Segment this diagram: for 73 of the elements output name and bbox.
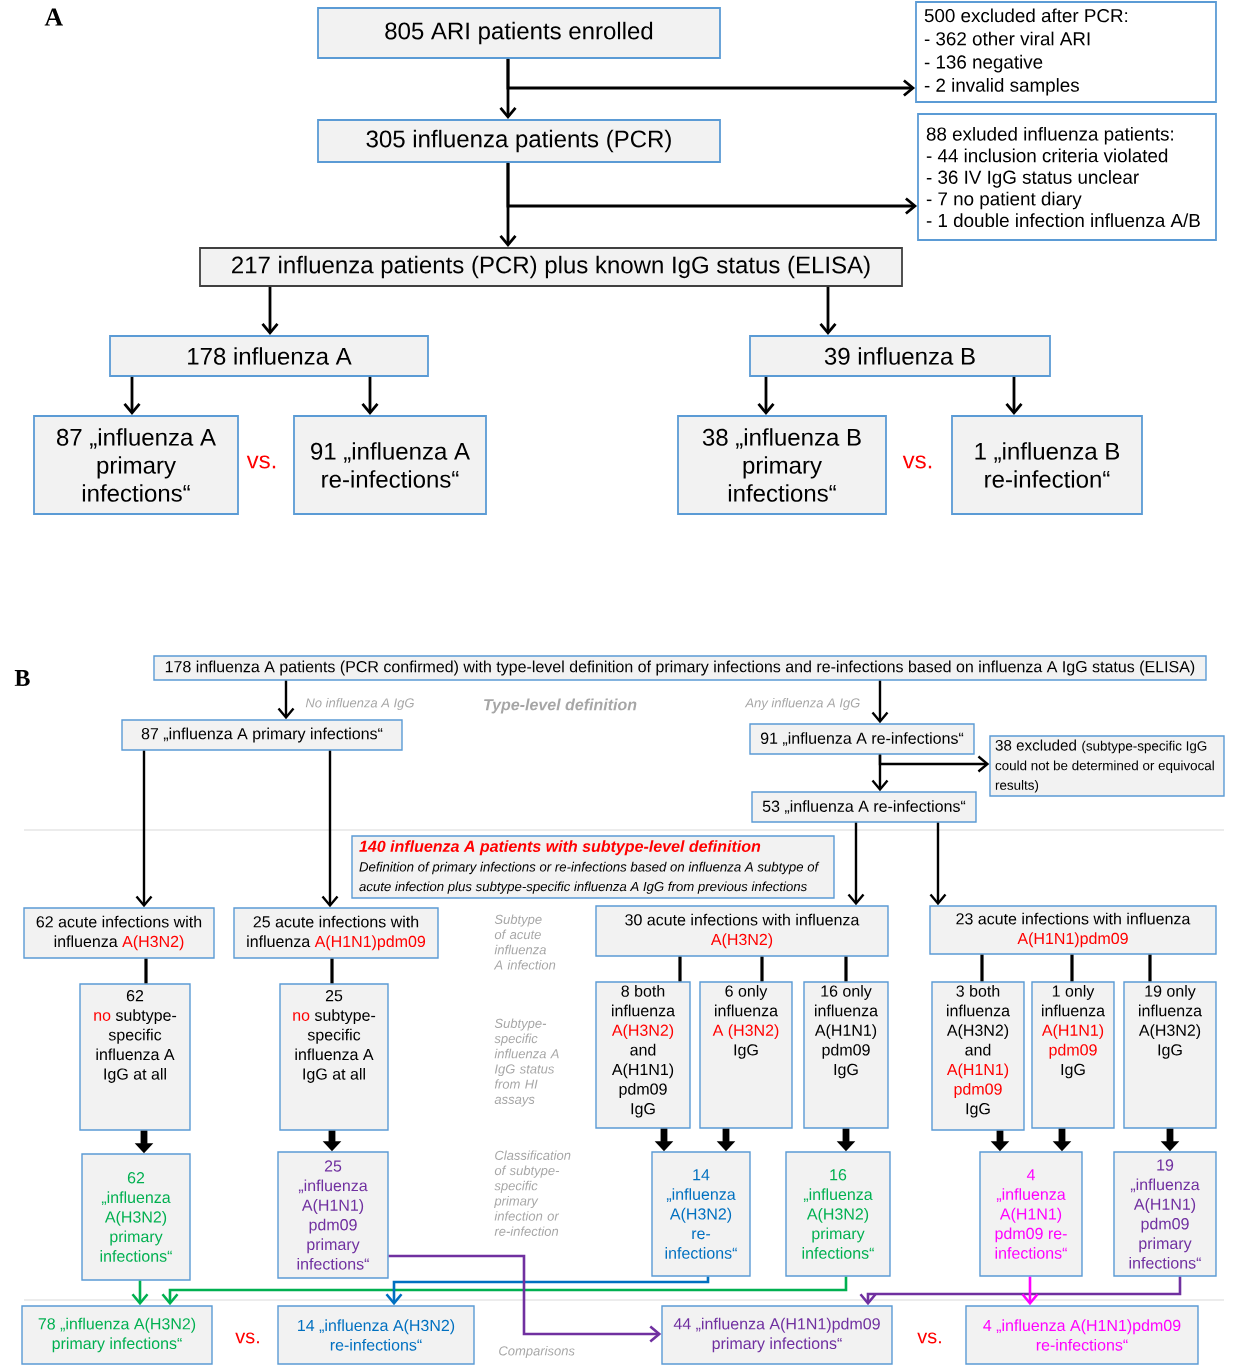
arrow [878, 754, 990, 773]
process-box: 62 acute infections with influenza A(H3N2) [23, 907, 215, 959]
process-box: 14 „influenza A(H3N2) re-infections“ [651, 1151, 751, 1277]
arrow [135, 750, 153, 908]
process-box: 91 „influenza A re-infections“ [749, 723, 975, 755]
process-box: 805 ARI patients enrolled [317, 7, 721, 59]
connector-line [844, 956, 848, 982]
process-box: 4 „influenza A(H1N1) pdm09 re-infections“ [979, 1151, 1083, 1277]
arrow [385, 1276, 710, 1306]
arrow [261, 286, 279, 336]
connector-line [760, 956, 764, 982]
process-box: 4 „influenza A(H1N1)pdm09 re-infections“ [965, 1305, 1199, 1365]
process-box: 305 influenza patients (PCR) [317, 119, 721, 163]
versus-label: vs. [902, 455, 932, 469]
arrow [1005, 376, 1023, 416]
process-box: 44 „influenza A(H1N1)pdm09 primary infections“ [661, 1305, 893, 1365]
process-box: 1 only influenza A(H1N1) pdm09 IgG [1031, 981, 1115, 1129]
process-box: 19 „influenza A(H1N1) pdm09 primary infections“ [1113, 1151, 1217, 1277]
process-box: 25 „influenza A(H1N1) pdm09 primary infections“ [277, 1151, 389, 1279]
process-box: 16 only influenza A(H1N1) pdm09 IgG [803, 981, 889, 1129]
arrow [388, 1254, 662, 1343]
process-box: 87 „influenza A primary infections“ [33, 415, 239, 515]
process-box: 16 „influenza A(H3N2) primary infections“ [785, 1151, 891, 1277]
arrow [277, 680, 295, 720]
process-box: 217 influenza patients (PCR) plus known IgG status (ELISA) [199, 247, 903, 287]
process-box: 6 only influenza A (H3N2) IgG [699, 981, 793, 1129]
arrow [506, 162, 918, 215]
process-box: 23 acute infections with influenza A(H1N1)pdm09 [929, 905, 1217, 955]
connector-line [1148, 954, 1152, 982]
panel-letter: B [14, 670, 30, 686]
arrow [506, 58, 916, 97]
section-heading: Type-level definition [484, 698, 637, 714]
connector-line [330, 958, 334, 984]
arrow [871, 680, 889, 724]
process-box: 25 acute infections with influenza A(H1N1)pdm09 [233, 907, 439, 959]
connector-line [678, 956, 682, 982]
process-box: 8 both influenza A(H3N2) and A(H1N1) pdm09 IgG [595, 981, 691, 1129]
process-box: 178 influenza A [109, 335, 429, 377]
arrow [321, 750, 339, 908]
versus-label: vs. [246, 455, 276, 469]
process-box: 53 „influenza A re-infections“ [751, 791, 977, 823]
process-box: 62 no subtype-specific influenza A IgG at all [79, 983, 191, 1131]
process-box: 30 acute infections with influenza A(H3N2) [595, 905, 889, 957]
note-box: 500 excluded after PCR: - 362 other viral ARI - 136 negative - 2 invalid samples [915, 1, 1217, 103]
arrow [847, 822, 865, 906]
arrow [361, 376, 379, 416]
process-box: 91 „influenza A re-infections“ [293, 415, 487, 515]
process-box: 14 „influenza A(H3N2) re-infections“ [277, 1305, 475, 1365]
connector-line [1070, 954, 1074, 982]
process-box: 19 only influenza A(H3N2) IgG [1123, 981, 1217, 1129]
process-box: 87 „influenza A primary infections“ [121, 719, 403, 751]
process-box: 78 „influenza A(H3N2) primary infections“ [21, 1305, 213, 1365]
process-box: 38 „influenza B primary infections“ [677, 415, 887, 515]
process-box: 178 influenza A patients (PCR confirmed) with type-level definition of primary infections and re-infections based on influenza A IgG status (ELISA) [153, 655, 1207, 681]
process-box: 39 influenza B [749, 335, 1051, 377]
arrow [929, 822, 947, 906]
note-box: 88 exluded influenza patients: - 44 inclusion criteria violated - 36 IV IgG status unclear - 7 no patient diary - 1 double infection influenza A/B [917, 113, 1217, 241]
arrow [757, 376, 775, 416]
arrow [819, 286, 837, 336]
arrow [131, 1280, 149, 1306]
versus-label: vs. [917, 1332, 941, 1344]
panel-letter: A [44, 8, 63, 26]
process-box: 62 „influenza A(H3N2) primary infections“ [81, 1153, 191, 1281]
connector-line [980, 954, 984, 982]
process-box: 3 both influenza A(H3N2) and A(H1N1) pdm09 IgG [931, 981, 1025, 1131]
versus-label: vs. [235, 1332, 259, 1344]
arrow [161, 1276, 848, 1306]
arrow [1021, 1276, 1039, 1306]
arrow [123, 376, 141, 416]
process-box: 25 no subtype-specific influenza A IgG at all [279, 983, 389, 1131]
connector-line [144, 958, 148, 984]
process-box: 1 „influenza B re-infection“ [951, 415, 1143, 515]
arrow [859, 1276, 1182, 1306]
